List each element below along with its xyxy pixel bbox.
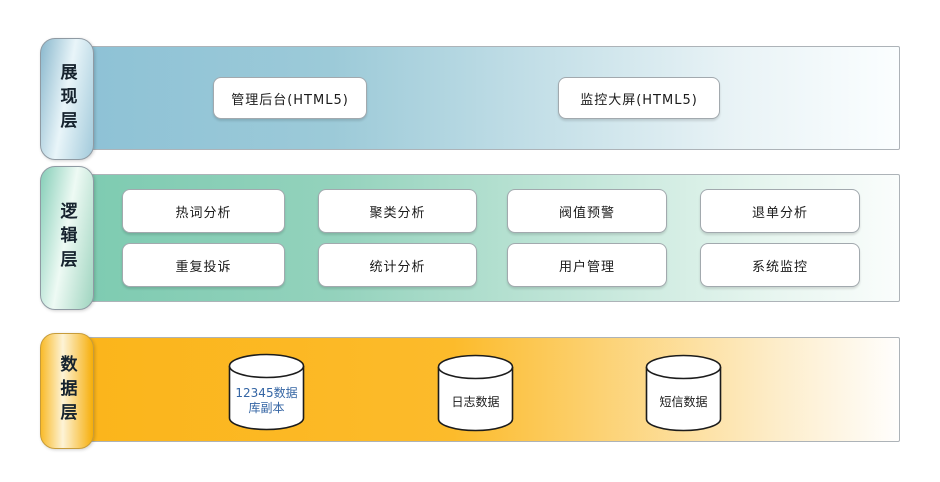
node-refund-analysis: 退单分析	[700, 189, 860, 233]
node-system-monitor: 系统监控	[700, 243, 860, 287]
database-sms-data-label: 短信数据	[659, 394, 708, 409]
data-layer-tab: 数据层	[40, 333, 94, 449]
node-system-monitor-label: 系统监控	[751, 259, 808, 275]
node-repeat-complaints: 重复投诉	[122, 243, 285, 287]
node-admin-backend-label: 管理后台(HTML5)	[231, 92, 349, 108]
presentation-layer-band	[88, 46, 900, 150]
database-log-data: 日志数据	[437, 354, 514, 432]
node-refund-analysis-label: 退单分析	[751, 205, 808, 221]
data-layer-label: 数据层	[56, 355, 77, 427]
logic-layer-label: 逻辑层	[56, 202, 77, 274]
presentation-layer-label: 展现层	[56, 63, 77, 135]
node-monitor-bigscreen: 监控大屏(HTML5)	[558, 77, 720, 119]
node-user-management-label: 用户管理	[558, 259, 615, 275]
node-cluster-analysis-label: 聚类分析	[369, 205, 426, 221]
node-admin-backend: 管理后台(HTML5)	[213, 77, 367, 119]
database-cylinder-icon	[228, 353, 305, 431]
database-cylinder-icon	[645, 354, 722, 432]
node-hotword-analysis-label: 热词分析	[175, 205, 232, 221]
node-user-management: 用户管理	[507, 243, 667, 287]
database-sms-data: 短信数据	[645, 354, 722, 432]
database-log-data-label: 日志数据	[451, 394, 500, 409]
node-monitor-bigscreen-label: 监控大屏(HTML5)	[580, 92, 698, 108]
node-statistics-analysis-label: 统计分析	[369, 259, 426, 275]
presentation-layer-tab: 展现层	[40, 38, 94, 160]
database-12345-replica-label: 12345数据 库副本	[235, 386, 298, 415]
node-threshold-alert-label: 阀值预警	[558, 205, 615, 221]
database-12345-replica: 12345数据 库副本	[228, 353, 305, 431]
node-repeat-complaints-label: 重复投诉	[175, 259, 232, 275]
node-threshold-alert: 阀值预警	[507, 189, 667, 233]
node-statistics-analysis: 统计分析	[318, 243, 477, 287]
node-hotword-analysis: 热词分析	[122, 189, 285, 233]
logic-layer-tab: 逻辑层	[40, 166, 94, 310]
node-cluster-analysis: 聚类分析	[318, 189, 477, 233]
database-cylinder-icon	[437, 354, 514, 432]
